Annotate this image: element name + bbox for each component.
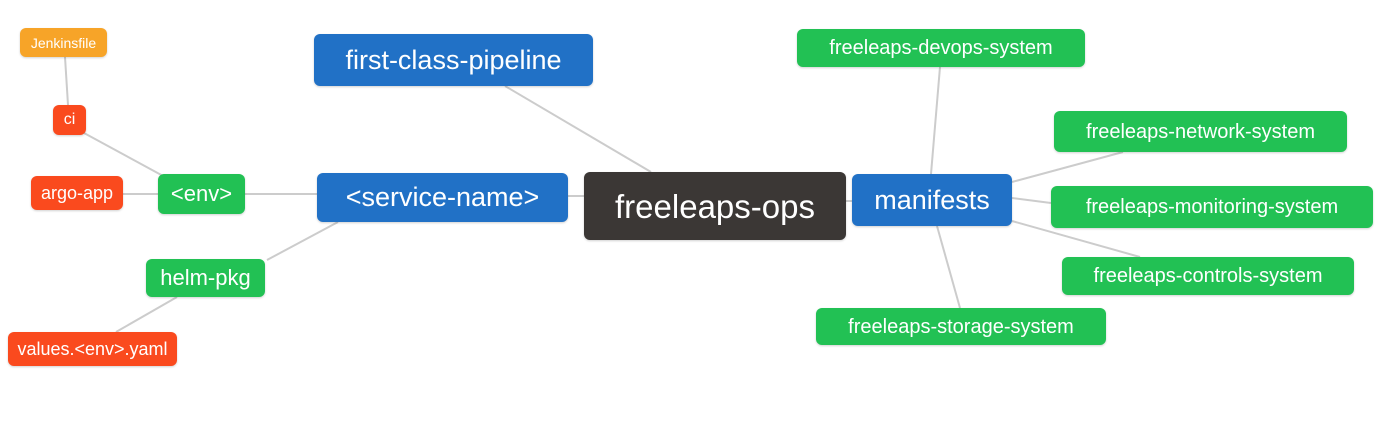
node-ci[interactable]: ci — [53, 105, 86, 135]
node-freeleaps-ops[interactable]: freeleaps-ops — [584, 172, 846, 240]
node-jenkinsfile[interactable]: Jenkinsfile — [20, 28, 107, 57]
edge-ci-to-env — [83, 132, 166, 178]
node-env[interactable]: <env> — [158, 174, 245, 214]
edge-service-name-to-helm-pkg — [266, 221, 339, 261]
edge-manifests-to-freeleaps-devops-system — [930, 66, 941, 175]
edge-jenkinsfile-to-ci — [64, 56, 69, 106]
node-first-class-pipeline[interactable]: first-class-pipeline — [314, 34, 593, 86]
node-freeleaps-monitoring-system[interactable]: freeleaps-monitoring-system — [1051, 186, 1373, 228]
edge-manifests-to-freeleaps-network-system — [1011, 151, 1124, 183]
node-manifests[interactable]: manifests — [852, 174, 1012, 226]
node-service-name[interactable]: <service-name> — [317, 173, 568, 222]
node-freeleaps-controls-system[interactable]: freeleaps-controls-system — [1062, 257, 1354, 295]
edge-manifests-to-freeleaps-storage-system — [936, 225, 961, 309]
edge-helm-pkg-to-values-env-yaml — [115, 296, 178, 333]
node-values-env-yaml[interactable]: values.<env>.yaml — [8, 332, 177, 366]
node-freeleaps-devops-system[interactable]: freeleaps-devops-system — [797, 29, 1085, 67]
edge-first-class-pipeline-to-freeleaps-ops — [504, 85, 652, 173]
node-argo-app[interactable]: argo-app — [31, 176, 123, 210]
node-freeleaps-storage-system[interactable]: freeleaps-storage-system — [816, 308, 1106, 345]
edge-manifests-to-freeleaps-monitoring-system — [1011, 197, 1052, 204]
node-helm-pkg[interactable]: helm-pkg — [146, 259, 265, 297]
node-freeleaps-network-system[interactable]: freeleaps-network-system — [1054, 111, 1347, 152]
